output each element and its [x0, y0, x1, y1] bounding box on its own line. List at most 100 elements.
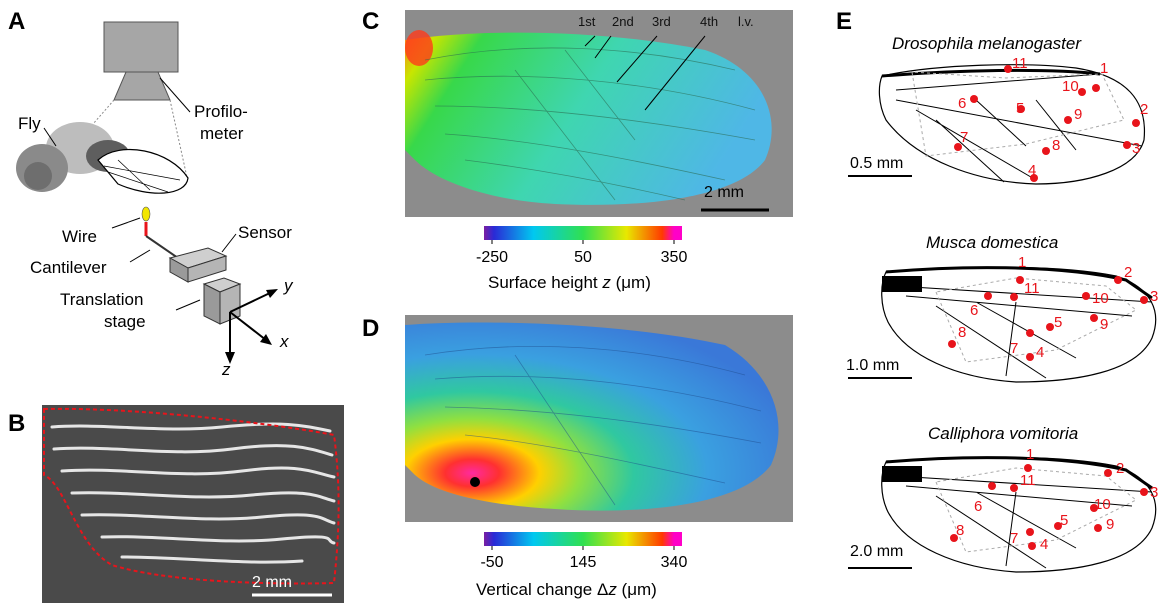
colorbar-c-tick-mid: 50: [574, 249, 592, 266]
stage-label-2: stage: [104, 312, 146, 331]
landmark-label-2-9: 9: [1100, 316, 1109, 333]
landmark-dot-2-5: [1046, 323, 1054, 331]
colorbar-c-title-var: z: [602, 273, 611, 292]
landmark-dot-3-5: [1054, 522, 1062, 530]
landmark-dot-2-8: [948, 340, 956, 348]
panel-b-scale-label: 2 mm: [252, 574, 292, 591]
scale-drosophila: 0.5 mm: [850, 155, 904, 172]
panel-b-image: [42, 405, 344, 603]
sensor-label: Sensor: [238, 223, 292, 242]
panel-b-letter: B: [8, 410, 26, 437]
landmark-dot-3-4: [1028, 542, 1036, 550]
landmark-dot-3-8: [950, 534, 958, 542]
landmark-dot-1-5: [1017, 105, 1025, 113]
panel-c-heightmap: [405, 10, 793, 217]
landmark-dot-1-10: [1078, 88, 1086, 96]
landmark-dot-3-10: [1090, 504, 1098, 512]
panel-d-changemap: [405, 315, 793, 522]
landmark-label-1-7: 7: [960, 129, 969, 146]
landmark-dot-3-6: [988, 482, 996, 490]
landmark-label-2-8: 8: [958, 324, 967, 341]
landmark-dot-2-7: [1026, 329, 1034, 337]
colorbar-c-tick-max: 350: [660, 249, 688, 266]
landmark-dot-2-4: [1026, 353, 1034, 361]
landmark-label-1-8: 8: [1052, 137, 1061, 154]
species-name-musca: Musca domestica: [926, 233, 1059, 252]
landmark-dot-1-1: [1092, 84, 1100, 92]
scale-musca: 1.0 mm: [846, 357, 900, 374]
colorbar-d-tick-mid: 145: [569, 554, 597, 571]
panel-a-letter: A: [8, 8, 26, 35]
landmark-label-1-3: 3: [1132, 140, 1141, 157]
landmark-label-2-2: 2: [1124, 264, 1133, 281]
stage-label-1: Translation: [60, 290, 144, 309]
landmark-label-2-1: 1: [1018, 254, 1027, 271]
landmark-label-1-11: 11: [1012, 55, 1028, 72]
panel-d-letter: D: [362, 315, 380, 342]
panel-c-colorbar: [484, 226, 682, 244]
scale-calliphora: 2.0 mm: [850, 543, 904, 560]
landmark-dot-2-11: [1010, 293, 1018, 301]
landmark-dot-1-2: [1132, 119, 1140, 127]
landmark-dot-3-11: [1010, 484, 1018, 492]
axis-y-label: y: [284, 276, 293, 295]
landmark-dot-2-9: [1090, 314, 1098, 322]
landmark-dot-2-3: [1140, 296, 1148, 304]
landmark-dot-3-3: [1140, 488, 1148, 496]
landmark-label-3-8: 8: [956, 522, 965, 539]
landmark-label-3-5: 5: [1060, 512, 1069, 529]
landmark-label-3-3: 3: [1150, 484, 1159, 501]
colorbar-d-title-prefix: Vertical change Δ: [476, 580, 609, 599]
colorbar-c-title-unit: (μm): [610, 273, 651, 292]
landmark-dot-3-2: [1104, 469, 1112, 477]
species-name-drosophila: Drosophila melanogaster: [892, 34, 1081, 53]
landmark-dot-1-8: [1042, 147, 1050, 155]
landmark-label-3-11: 11: [1020, 472, 1036, 489]
colorbar-c-title-prefix: Surface height: [488, 273, 603, 292]
landmark-label-1-10: 10: [1062, 78, 1079, 95]
landmark-label-2-4: 4: [1036, 344, 1045, 361]
panel-d-colorbar: [484, 532, 682, 550]
landmark-label-1-5: 5: [1016, 100, 1025, 117]
wire-label: Wire: [62, 227, 97, 246]
vein-label-lv: l.v.: [738, 14, 754, 29]
wing-calliphora: [848, 456, 1157, 573]
landmark-dot-2-2: [1114, 276, 1122, 284]
landmark-dot-1-9: [1064, 116, 1072, 124]
landmark-dot-2-10: [1082, 292, 1090, 300]
landmark-label-1-2: 2: [1140, 101, 1149, 118]
landmark-dot-3-9: [1094, 524, 1102, 532]
panel-c-scale-label: 2 mm: [704, 184, 744, 201]
axis-x-label: x: [280, 332, 289, 351]
landmark-dot-1-6: [970, 95, 978, 103]
panel-c-letter: C: [362, 8, 380, 35]
profilometer-label-1: Profilo-: [194, 102, 248, 121]
vein-label-1st: 1st: [578, 14, 596, 29]
landmark-label-1-9: 9: [1074, 106, 1083, 123]
landmark-dot-3-7: [1026, 528, 1034, 536]
landmark-label-3-10: 10: [1094, 496, 1111, 513]
landmark-label-1-6: 6: [958, 95, 967, 112]
landmark-dot-2-1: [1016, 276, 1024, 284]
landmark-label-3-6: 6: [974, 498, 983, 515]
landmark-label-3-9: 9: [1106, 516, 1115, 533]
landmark-label-2-7: 7: [1010, 340, 1019, 357]
landmark-label-2-10: 10: [1092, 290, 1109, 307]
cantilever-label: Cantilever: [30, 258, 107, 277]
landmark-label-2-11: 11: [1024, 280, 1040, 297]
wing-drosophila: [848, 64, 1146, 185]
vein-label-4th: 4th: [700, 14, 719, 29]
landmark-label-2-5: 5: [1054, 314, 1063, 331]
landmark-dot-1-7: [954, 143, 962, 151]
landmark-label-1-1: 1: [1100, 60, 1109, 77]
colorbar-d-title-var: z: [608, 580, 617, 599]
vein-label-3rd: 3rd: [652, 14, 671, 29]
fly-label: Fly: [18, 114, 41, 133]
landmark-label-3-7: 7: [1010, 530, 1019, 547]
landmark-label-2-6: 6: [970, 302, 979, 319]
colorbar-d-tick-min: -50: [480, 554, 504, 571]
landmark-label-3-4: 4: [1040, 536, 1049, 553]
panel-e-letter: E: [836, 8, 853, 35]
species-name-calliphora: Calliphora vomitoria: [928, 424, 1079, 443]
landmark-label-3-1: 1: [1026, 446, 1035, 463]
